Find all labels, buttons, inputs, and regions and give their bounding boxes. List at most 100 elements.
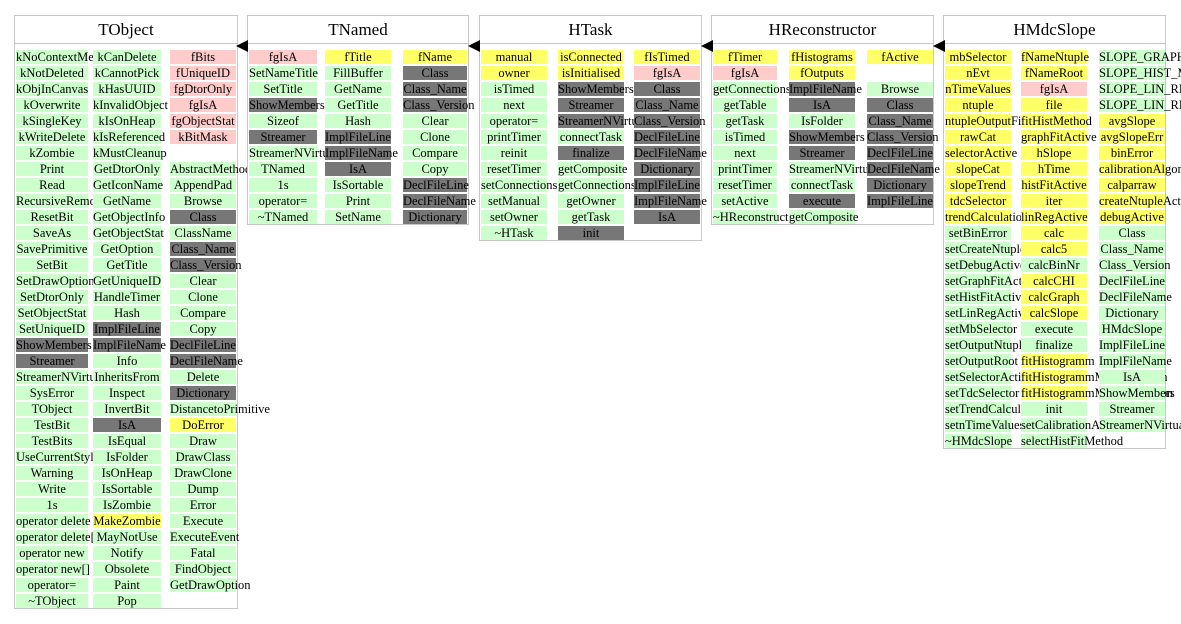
class-title-htask: HTask [480, 16, 701, 44]
member-cell: IsA [634, 210, 700, 224]
member-cell: MakeZombie [93, 514, 161, 528]
member-cell: operator delete[] [16, 530, 99, 544]
member-cell: kCannotPick [93, 66, 161, 80]
member-cell: fgIsA [713, 66, 777, 80]
member-cell: GetIconName [93, 178, 164, 192]
member-cell: Compare [170, 306, 236, 320]
inheritance-arrow-htask-to-tnamed [468, 40, 480, 52]
member-cell: Notify [93, 546, 161, 560]
member-cell: getOwner [558, 194, 624, 208]
member-cell: slopeCat [945, 162, 1011, 176]
member-cell: kCanDelete [93, 50, 161, 64]
member-cell: nEvt [945, 66, 1011, 80]
member-cell [170, 146, 236, 160]
member-cell: resetTimer [481, 162, 547, 176]
member-cell: Clear [170, 274, 236, 288]
member-cell: SetDtorOnly [16, 290, 88, 304]
member-cell: kHasUUID [93, 82, 161, 96]
member-cell: GetTitle [93, 258, 161, 272]
member-cell: SetObjectStat [16, 306, 88, 320]
member-cell: 1s [16, 498, 88, 512]
member-cell: fOutputs [789, 66, 855, 80]
member-cell: setHistFitActive [945, 290, 1027, 304]
member-cell: setOwner [481, 210, 547, 224]
member-cell: kMustCleanup [93, 146, 167, 160]
member-cell: manual [481, 50, 547, 64]
member-cell: kNotDeleted [16, 66, 88, 80]
member-cell: Copy [403, 162, 467, 176]
member-cell: Compare [403, 146, 467, 160]
member-cell: calc [1021, 226, 1087, 240]
member-cell: SetTitle [249, 82, 317, 96]
member-cell: FillBuffer [325, 66, 391, 80]
member-cell: kIsOnHeap [93, 114, 161, 128]
member-cell: SaveAs [16, 226, 88, 240]
member-cell: MayNotUse [93, 530, 161, 544]
inheritance-arrow-tnamed-to-tobject [236, 40, 248, 52]
member-cell: FindObject [170, 562, 236, 576]
member-cell: Class [1099, 226, 1165, 240]
member-cell: SLOPE_LIN_REG [1099, 82, 1181, 96]
member-cell: operator= [481, 114, 547, 128]
member-cell: kIsReferenced [93, 130, 166, 144]
member-cell: ImplFileName [789, 82, 862, 96]
member-cell: fgIsA [249, 50, 317, 64]
member-cell: calcGraph [1021, 290, 1087, 304]
member-cell: slopeTrend [945, 178, 1011, 192]
member-cell: TestBit [16, 418, 88, 432]
member-cell: hTime [1021, 162, 1087, 176]
member-cell: SLOPE_GRAPH [1099, 50, 1181, 64]
member-cell: Print [325, 194, 391, 208]
member-cell: ImplFileName [1099, 354, 1172, 368]
member-cell: execute [1021, 322, 1087, 336]
member-cell: Class_Name [170, 242, 236, 256]
member-cell: avgSlope [1099, 114, 1165, 128]
member-cell: GetOption [93, 242, 161, 256]
member-cell: getTask [558, 210, 624, 224]
member-cell: debugActive [1099, 210, 1165, 224]
member-cell: GetDtorOnly [93, 162, 161, 176]
member-cell: fgIsA [1021, 82, 1087, 96]
member-cell: DrawClass [170, 450, 236, 464]
member-cell: Class_Version [1099, 258, 1171, 272]
member-cell: DeclFileLine [170, 338, 236, 352]
member-cell: TNamed [249, 162, 317, 176]
member-cell: kSingleKey [16, 114, 88, 128]
member-cell: StreamerNVirtual [249, 146, 338, 160]
member-cell: StreamerNVirtual [789, 162, 878, 176]
member-cell: SetBit [16, 258, 88, 272]
member-cell: fgIsA [170, 98, 236, 112]
member-cell: IsSortable [93, 482, 161, 496]
member-cell: IsOnHeap [93, 466, 161, 480]
member-cell: ImplFileLine [867, 194, 933, 208]
member-cell: kInvalidObject [93, 98, 168, 112]
member-cell: Browse [170, 194, 236, 208]
member-cell: IsFolder [789, 114, 855, 128]
member-cell: kWriteDelete [16, 130, 88, 144]
member-cell: execute [789, 194, 855, 208]
member-cell: calcBinNr [1021, 258, 1087, 272]
member-cell: SavePrimitive [16, 242, 88, 256]
member-cell: HMdcSlope [1099, 322, 1165, 336]
member-cell: GetName [93, 194, 161, 208]
member-cell: Delete [170, 370, 236, 384]
member-cell: Fatal [170, 546, 236, 560]
member-cell: ImplFileName [325, 146, 398, 160]
member-cell: GetDrawOption [170, 578, 251, 592]
member-cell: IsZombie [93, 498, 161, 512]
member-cell: StreamerNVirtual [16, 370, 105, 384]
member-cell: DeclFileLine [634, 130, 700, 144]
member-cell: SetDrawOption [16, 274, 95, 288]
member-cell: connectTask [789, 178, 855, 192]
member-cell: kNoContextMenu [16, 50, 107, 64]
member-cell: rawCat [945, 130, 1011, 144]
member-cell: fTitle [325, 50, 391, 64]
member-cell: ResetBit [16, 210, 88, 224]
member-cell: DeclFileName [403, 194, 476, 208]
member-cell: Class [634, 82, 700, 96]
member-cell: linRegActive [1021, 210, 1088, 224]
